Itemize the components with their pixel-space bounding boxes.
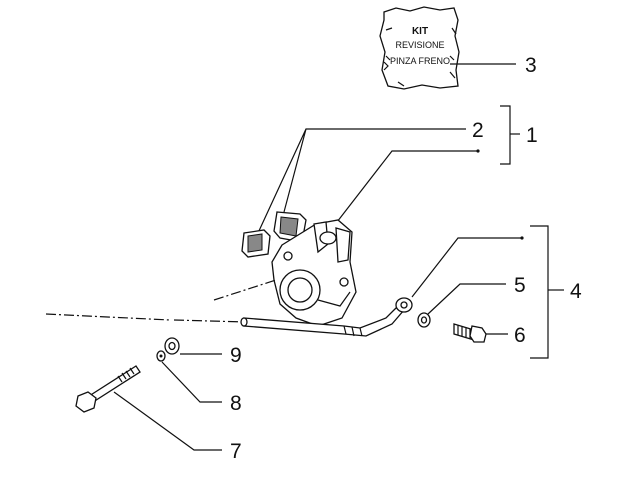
brake-pad-left	[241, 229, 271, 258]
callout-3: 3	[525, 54, 537, 77]
axis-line-1	[45, 313, 247, 323]
kit-label-line2: REVISIONE	[395, 40, 444, 50]
kit-label-line1: KIT	[412, 26, 428, 37]
callout-4: 4	[570, 280, 582, 303]
banjo-bolt	[453, 323, 487, 343]
callout-2: 2	[472, 119, 484, 142]
kit-bag: KIT REVISIONE PINZA FRENO	[379, 6, 460, 90]
brake-caliper	[271, 219, 357, 327]
leader-2	[257, 128, 466, 234]
leader-5	[427, 283, 506, 315]
washer-5-hole	[420, 316, 428, 324]
callout-8: 8	[230, 392, 242, 415]
callout-5: 5	[514, 274, 526, 297]
brake-hose	[240, 297, 413, 337]
kit-label-line3: PINZA FRENO	[390, 56, 450, 66]
callout-6: 6	[514, 324, 526, 347]
bracket-1	[500, 105, 511, 165]
callout-1: 1	[526, 124, 538, 147]
leader-4	[411, 237, 522, 298]
bracket-4	[530, 225, 549, 359]
leader-8	[161, 361, 222, 403]
axis-line-2	[213, 279, 277, 301]
callout-9: 9	[230, 344, 242, 367]
spacer-9-hole	[168, 341, 176, 351]
leader-1	[336, 150, 478, 223]
leader-7	[113, 391, 222, 451]
caliper-bolt	[75, 365, 141, 413]
callout-7: 7	[230, 440, 242, 463]
washer-8-hole	[159, 354, 163, 358]
